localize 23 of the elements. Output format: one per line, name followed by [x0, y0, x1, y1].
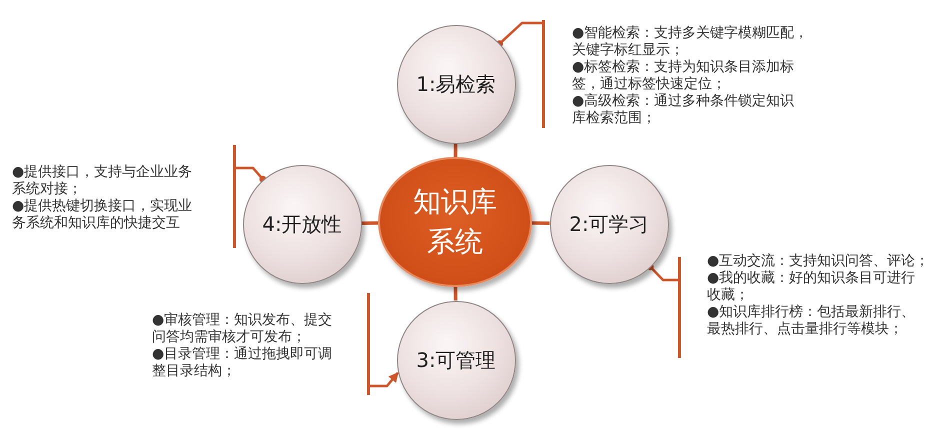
connector-line [361, 221, 378, 225]
leader-line [370, 372, 399, 388]
bullet-text: ●我的收藏：好的知识条目可进行收藏； [707, 270, 916, 304]
circle-label: 2:可学习 [569, 210, 649, 238]
bullet-text: ●目录管理：通过拖拽即可调整目录结构； [152, 346, 334, 380]
bullet-text: ●智能检索：支持多关键字模糊匹配，关键字标红显示； [572, 24, 810, 58]
connector-line [454, 143, 458, 158]
bullet-text: ●审核管理：知识发布、提交问答均需审核才可发布； [152, 312, 334, 346]
bullet-text: ●知识库排行榜：包括最新排行、最热排行、点击量排行等模块； [707, 304, 916, 338]
bullet-text: ●高级检索：通过多种条件锁定知识库检索范围； [572, 92, 796, 126]
circle-label: 4:开放性 [262, 210, 342, 238]
bullet-text: ●提供热键切换接口，实现业务系统和知识库的快捷交互 [12, 198, 194, 232]
connector-line [532, 221, 550, 225]
center-label: 知识库系统 [412, 184, 498, 260]
bullet-text: ●互动交流：支持知识问答、评论； [707, 253, 930, 270]
leader-line [496, 22, 542, 47]
connector-line [454, 286, 458, 301]
bullet-text: ●标签检索：支持为知识条目添加标签，通过标签快速定位； [572, 58, 796, 92]
circle-label: 1:易检索 [416, 70, 496, 98]
bullet-text: ●提供接口，支持与企业业务系统对接； [12, 164, 194, 198]
circle-label: 3:可管理 [416, 346, 496, 374]
leader-line [236, 166, 266, 183]
leader-line [646, 263, 678, 282]
